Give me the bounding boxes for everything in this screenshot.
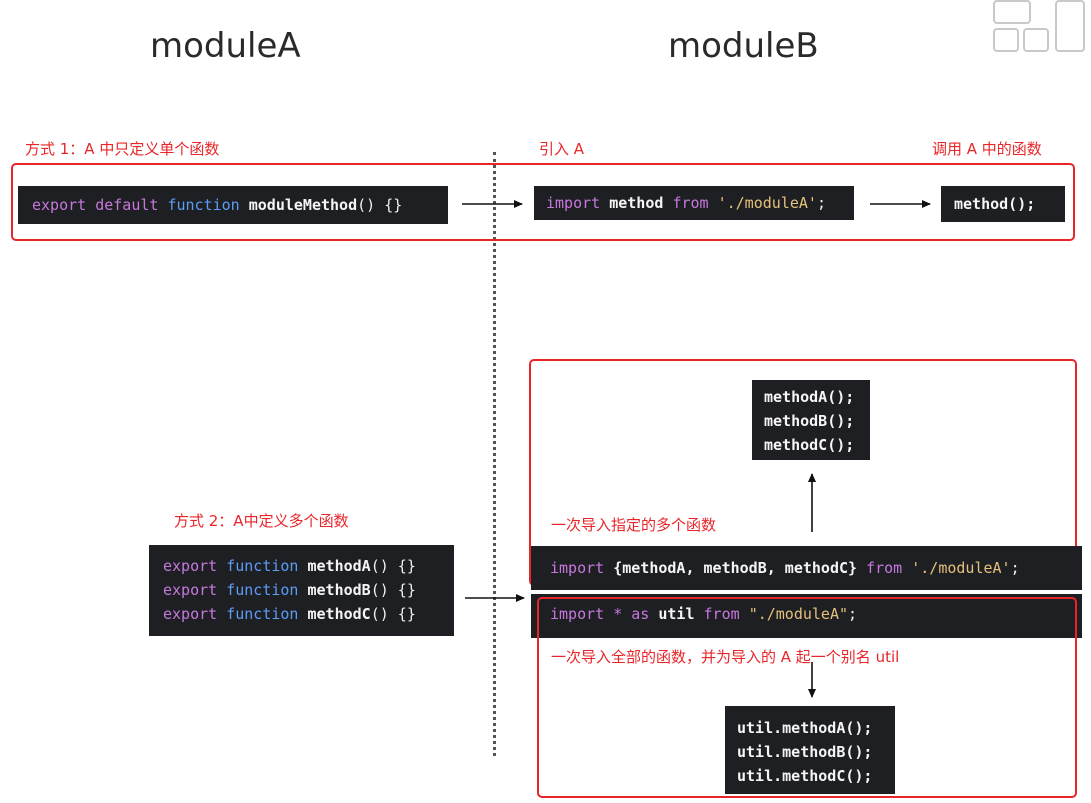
way1-import-code: import method from './moduleA'; <box>534 186 854 220</box>
named-calls-code: methodA();methodB();methodC(); <box>752 380 870 460</box>
named-import-label: 一次导入指定的多个函数 <box>551 516 717 534</box>
way2-label: 方式 2：A中定义多个函数 <box>174 512 349 530</box>
module-b-heading: moduleB <box>668 26 819 66</box>
way1-call-label: 调用 A 中的函数 <box>932 140 1042 158</box>
module-divider <box>493 152 496 756</box>
way1-export-code: export default function moduleMethod() {… <box>18 186 448 224</box>
way1-import-label: 引入 A <box>539 140 585 158</box>
way2-export-code: export function methodA() {}export funct… <box>149 545 454 636</box>
util-calls-code: util.methodA();util.methodB();util.metho… <box>725 706 895 794</box>
named-import-code: import {methodA, methodB, methodC} from … <box>531 546 1082 590</box>
way1-highlight-box <box>11 163 1075 241</box>
module-a-heading: moduleA <box>150 26 301 66</box>
all-import-box <box>537 597 1077 798</box>
logo-icon <box>985 0 1091 60</box>
all-import-label: 一次导入全部的函数，并为导入的 A 起一个别名 util <box>551 648 900 666</box>
way1-label: 方式 1：A 中只定义单个函数 <box>25 140 220 158</box>
way1-call-code: method(); <box>941 186 1065 222</box>
all-import-code: import * as util from "./moduleA"; <box>531 594 1082 638</box>
